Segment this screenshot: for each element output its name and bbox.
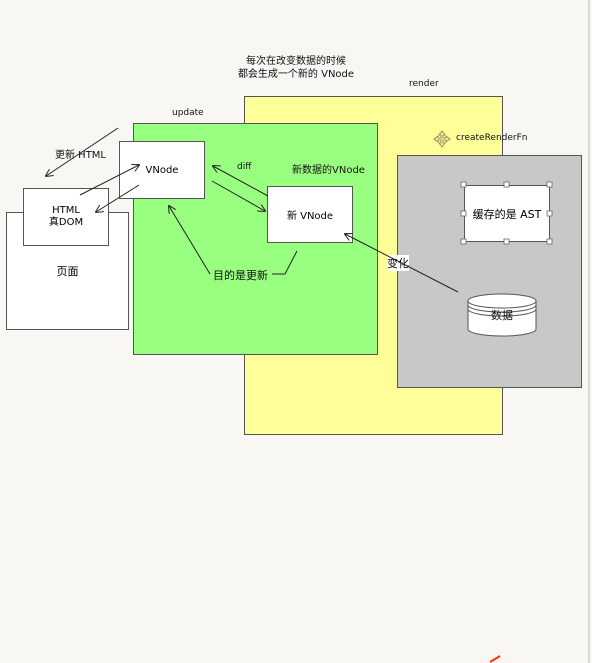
purpose-label: 目的是更新 (213, 269, 268, 282)
purpose-line-right (272, 250, 298, 275)
create-render-fn-label: createRenderFn (456, 133, 528, 143)
new-data-vnode-label: 新数据的VNode (292, 165, 365, 176)
update-html-arrow (46, 127, 119, 176)
page-label: 页面 (56, 265, 79, 278)
change-label: 变化 (387, 255, 409, 271)
new-vnode-box: 新 VNode (267, 186, 353, 243)
purpose-arrow (169, 206, 211, 275)
top-note-line1: 每次在改变数据的时候 (246, 56, 346, 67)
selection-handles (460, 181, 553, 245)
cached-ast-box: 缓存的是 AST (464, 185, 550, 242)
new-vnode-to-vnode-arrow (213, 166, 269, 197)
cached-ast-label: 缓存的是 AST (472, 207, 542, 221)
vnode-to-html-arrow (96, 184, 140, 212)
new-vnode-label: 新 VNode (286, 211, 334, 222)
data-cylinder: 数据 (467, 293, 537, 337)
accent-mark (489, 655, 501, 663)
top-note-line2: 都会生成一个新的 VNode (237, 69, 355, 80)
data-label: 数据 (491, 308, 513, 322)
render-label: render (409, 79, 439, 89)
vnode-label: VNode (145, 164, 179, 176)
top-note: 每次在改变数据的时候 都会生成一个新的 VNode (226, 55, 366, 81)
change-arrow (345, 234, 459, 293)
vnode-to-new-vnode-arrow (211, 180, 265, 211)
move-cross-icon (433, 130, 451, 148)
html-to-vnode-arrow (79, 165, 139, 196)
html-label: HTML (52, 205, 80, 216)
update-html-label: 更新 HTML (55, 150, 107, 161)
real-dom-label: 真DOM (48, 217, 84, 228)
html-dom-box: HTML 真DOM (23, 188, 109, 246)
diff-label: diff (237, 162, 252, 172)
update-label: update (172, 108, 204, 118)
